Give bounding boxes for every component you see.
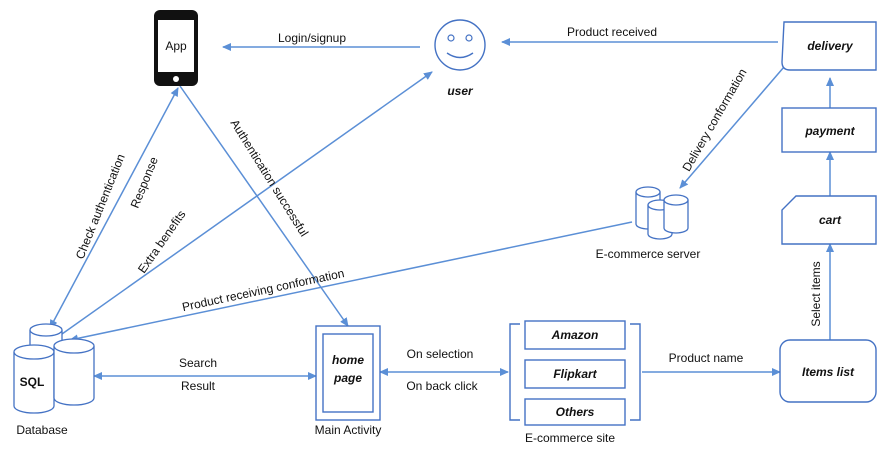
home-page-node: home page Main Activity	[315, 325, 382, 437]
phone-screen	[158, 20, 194, 72]
on-selection-label: On selection	[407, 347, 474, 361]
cart-box	[781, 195, 877, 245]
database-node: SQL Database	[13, 323, 95, 437]
product-receiving-conformation-label: Product receiving conformation	[181, 266, 346, 314]
server-database-icon	[635, 186, 689, 240]
search-label: Search	[179, 356, 217, 370]
user-label: user	[447, 84, 474, 98]
others-box	[524, 398, 626, 426]
on-back-click-label: On back click	[406, 379, 478, 393]
cart-label: cart	[819, 213, 842, 227]
select-items-label: Select items	[809, 261, 823, 326]
payment-node: payment	[781, 107, 877, 153]
user-node: user	[434, 19, 486, 98]
ecommerce-site-node: Amazon Flipkart Others E-commerce site	[509, 320, 641, 445]
app-node: App	[154, 10, 198, 86]
result-label: Result	[181, 379, 216, 393]
ecommerce-site-label: E-commerce site	[525, 431, 615, 445]
cart-node: cart	[781, 195, 877, 245]
edge-check-authentication	[49, 87, 179, 329]
smiley-left-eye	[447, 34, 455, 42]
edge-extra-benefits	[61, 71, 433, 335]
home-page-label-line2: page	[333, 371, 362, 385]
others-label: Others	[556, 405, 595, 419]
phone-home-button	[173, 76, 179, 82]
database-icon-label: SQL	[20, 375, 45, 389]
response-label: Response	[128, 155, 161, 211]
items-list-label: Items list	[802, 365, 855, 379]
amazon-box	[524, 320, 626, 350]
flipkart-box	[524, 359, 626, 389]
edge-authentication-successful	[179, 85, 349, 327]
main-activity-label: Main Activity	[315, 423, 382, 437]
flipkart-label: Flipkart	[553, 367, 597, 381]
payment-label: payment	[804, 124, 855, 138]
home-page-label-line1: home	[332, 353, 364, 367]
delivery-label: delivery	[807, 39, 854, 53]
edge-delivery-conformation	[679, 59, 791, 189]
extra-benefits-label: Extra benefits	[135, 208, 189, 276]
ecommerce-server-node: E-commerce server	[596, 186, 701, 261]
product-received-label: Product received	[567, 25, 657, 39]
payment-box	[781, 107, 877, 153]
login-signup-label: Login/signup	[278, 31, 346, 45]
smiley-face-icon	[434, 19, 486, 71]
amazon-label: Amazon	[551, 328, 599, 342]
delivery-box	[781, 21, 877, 71]
items-list-box	[779, 339, 877, 403]
authentication-successful-label: Authentication successful	[228, 117, 312, 239]
items-list-node: Items list	[779, 339, 877, 403]
product-name-label: Product name	[669, 351, 744, 365]
delivery-node: delivery	[781, 21, 877, 71]
edge-product-receiving-conformation	[69, 221, 633, 343]
check-authentication-label: Check authentication	[73, 152, 128, 261]
smiley-mouth	[446, 52, 474, 59]
smiley-right-eye	[465, 34, 473, 42]
edges	[49, 38, 834, 380]
home-page-inner	[322, 333, 374, 413]
ecommerce-server-label: E-commerce server	[596, 247, 701, 261]
database-label: Database	[16, 423, 68, 437]
ecommerce-site-bracket	[509, 323, 641, 421]
sql-database-icon	[13, 323, 95, 414]
app-label: App	[165, 39, 187, 53]
